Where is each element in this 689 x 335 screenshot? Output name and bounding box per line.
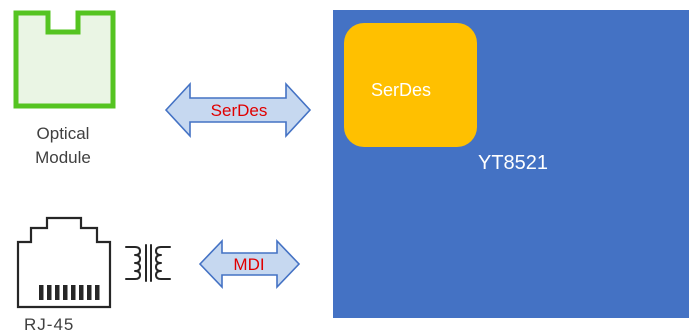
optical-module-label: Optical Module [20, 122, 106, 170]
serdes-block [344, 23, 477, 147]
optical-module-label-line1: Optical [36, 124, 90, 143]
serdes-arrow-label: SerDes [211, 101, 268, 120]
mdi-arrow-label: MDI [233, 255, 264, 274]
serdes-block-label: SerDes [370, 80, 432, 100]
rj45-label: RJ-45 [24, 315, 75, 334]
chip-name-label: YT8521 [478, 152, 549, 174]
optical-module-label-line2: Module [35, 148, 91, 167]
rj45-pins [39, 285, 100, 300]
